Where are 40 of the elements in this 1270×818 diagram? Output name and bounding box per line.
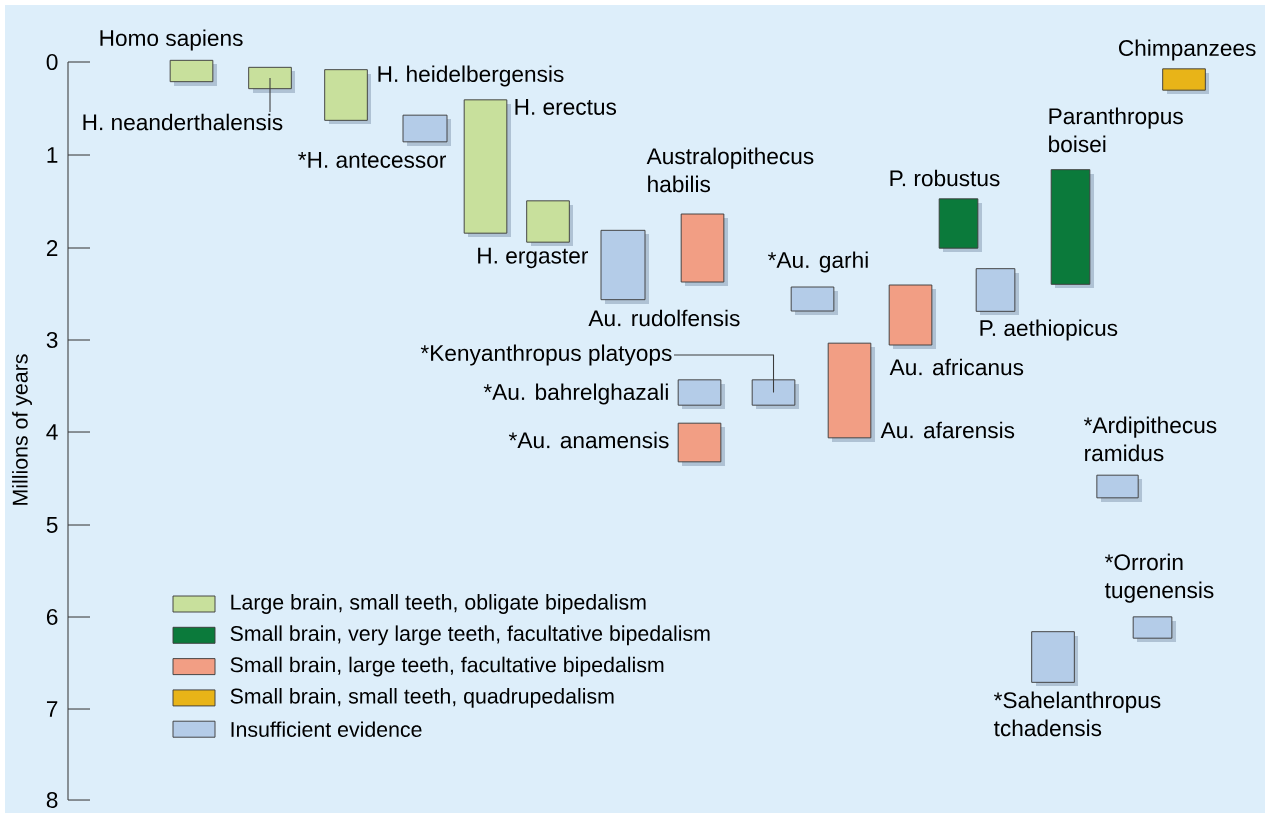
tick-label: 1 <box>47 147 58 163</box>
legend-label: Large brain, small teeth, obligate bipedalism <box>231 594 646 614</box>
tick-label: 4 <box>46 424 58 440</box>
species-label: Au. rudolfensis <box>588 309 740 327</box>
species-label: *Au. bahrelghazali <box>483 383 668 405</box>
species-label: *Au. anamensis <box>508 431 669 449</box>
range-bar <box>248 66 295 93</box>
species-label: Chimpanzees <box>1118 39 1256 61</box>
legend-label: Small brain, small teeth, quadrupedalism <box>230 687 614 708</box>
species-label: *Au. garhi <box>767 251 868 273</box>
species-label: *Orrorin tugenensis <box>1104 553 1214 603</box>
species-label: Homo sapiens <box>100 29 243 51</box>
tick-label: 7 <box>46 701 58 717</box>
tick-label: 2 <box>46 240 58 256</box>
axis-title: Millions of years <box>12 354 32 505</box>
species-label: *Kenyanthropus platyops <box>420 344 672 366</box>
legend-label: Small brain, large teeth, facultative bipedalism <box>230 656 664 677</box>
species-label: H. neanderthalensis <box>83 113 283 131</box>
tick-label: 6 <box>46 609 58 626</box>
tick-label: 5 <box>46 517 58 533</box>
species-label: H. ergaster <box>478 247 588 269</box>
species-label: *H. antecessor <box>298 152 446 168</box>
leader-line <box>269 77 271 113</box>
legend-label: Insufficient evidence <box>231 721 422 738</box>
species-label: Au. afarensis <box>880 421 1015 439</box>
species-label: Australopithecus habilis <box>646 147 814 193</box>
tick-label: 8 <box>46 792 58 809</box>
legend-label: Small brain, very large teeth, facultative bipedalism <box>230 625 710 646</box>
species-label: Au. africanus <box>889 358 1024 376</box>
tick-label: 0 <box>46 54 58 71</box>
species-label: P. robustus <box>890 169 1000 187</box>
range-bar <box>751 379 799 409</box>
species-label: H. heidelbergensis <box>378 65 564 87</box>
leader-line <box>673 354 775 394</box>
species-label: H. erectus <box>515 99 617 115</box>
species-label: *Ardipithecus ramidus <box>1083 416 1217 462</box>
species-label: P. aethiopicus <box>980 319 1118 341</box>
tick-label: 3 <box>46 332 58 349</box>
species-label: Paranthropus boisei <box>1049 107 1183 153</box>
species-label: *Sahelanthropus tchadensis <box>993 691 1161 737</box>
